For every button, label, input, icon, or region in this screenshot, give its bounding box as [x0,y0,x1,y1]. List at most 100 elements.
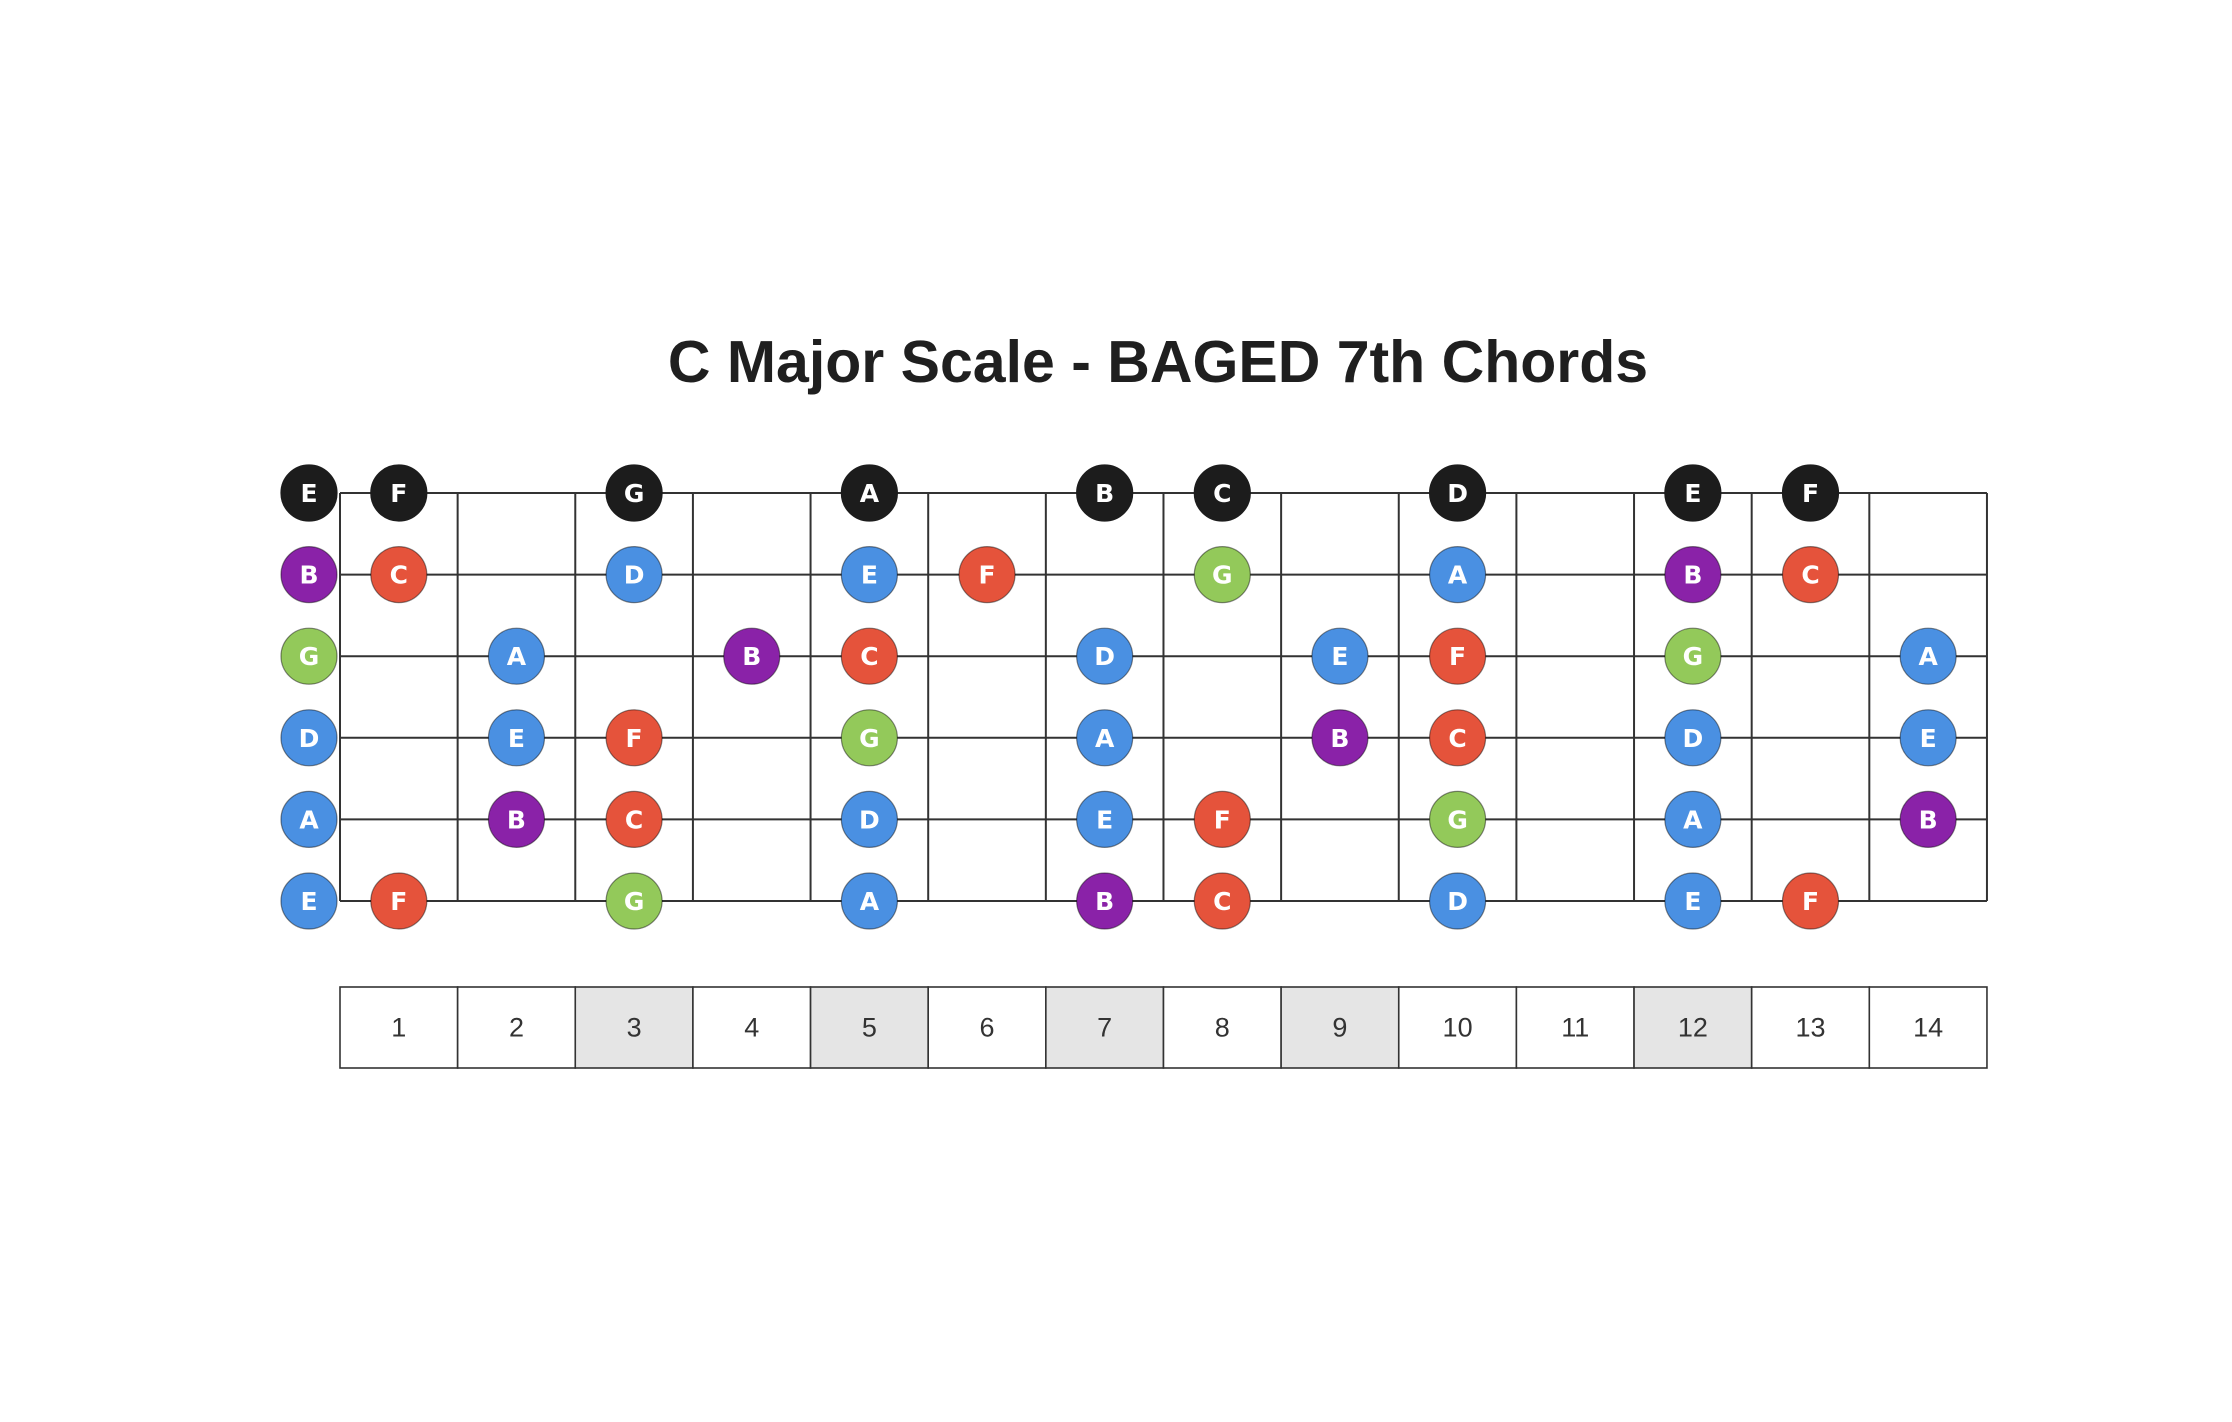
fret-number-label: 4 [744,1013,759,1043]
note-circle [1781,464,1840,522]
note-marker: C [1428,709,1487,767]
note-marker: D [1428,464,1487,522]
note-circle [487,627,546,685]
fret-number-cell-3 [574,986,694,1069]
note-label: B [742,642,761,671]
note-marker: C [370,545,428,604]
note-marker: E [280,872,338,930]
note-marker: F [958,545,1016,604]
note-label: E [861,561,878,590]
note-label: D [859,805,880,834]
fret-number-label: 3 [627,1013,642,1043]
note-marker: E [280,464,338,522]
note-circle [487,709,546,767]
note-label: F [390,887,407,916]
note-marker: B [1076,872,1134,930]
fret-number-cell-12 [1633,986,1753,1069]
fret-number-label: 6 [980,1013,995,1043]
note-circle [840,627,898,685]
note-label: G [1683,642,1704,671]
note-marker: G [1193,545,1251,604]
note-marker: E [1076,790,1134,849]
note-marker: F [370,464,428,522]
note-label: B [1095,479,1114,508]
note-circle [487,790,546,849]
note-circle [840,545,898,604]
fret-number-cell-10 [1397,986,1518,1069]
note-circle [370,464,428,522]
note-circle [370,545,428,604]
note-marker: E [840,545,898,604]
fret-number-cell-11 [1515,986,1635,1069]
note-marker: A [1899,627,1957,685]
note-marker: D [605,545,663,604]
note-label: A [860,479,880,508]
note-marker: E [487,709,546,767]
note-circle [1428,627,1487,685]
note-label: D [1447,479,1468,508]
note-label: A [1683,805,1703,834]
note-label: A [507,642,527,671]
note-marker: C [1193,464,1251,522]
note-circle [280,872,338,930]
note-circle [605,790,663,849]
note-label: F [1802,887,1819,916]
note-label: E [508,724,525,753]
note-label: D [624,561,645,590]
fret-number-label: 7 [1097,1013,1112,1043]
note-label: F [1802,479,1819,508]
note-label: F [626,724,643,753]
note-circle [605,872,663,930]
note-circle [958,545,1016,604]
note-circle [1193,790,1251,849]
note-label: B [1095,887,1114,916]
note-label: A [1918,642,1938,671]
note-marker: A [487,627,546,685]
note-circle [280,545,338,604]
note-marker: B [280,545,338,604]
note-circle [1664,872,1722,930]
note-label: B [299,561,318,590]
fret-number-cell-14 [1868,986,1988,1069]
note-label: B [507,805,526,834]
note-circle [1664,464,1722,522]
note-marker: F [1781,464,1840,522]
note-circle [1899,790,1957,849]
note-circle [1899,709,1957,767]
note-circle [1664,627,1722,685]
fret-number-label: 14 [1913,1013,1943,1043]
note-label: B [1919,805,1938,834]
note-circle [1076,627,1134,685]
note-marker: C [840,627,898,685]
note-marker: B [487,790,546,849]
note-label: F [390,479,407,508]
note-marker: D [280,709,338,767]
note-circle [1781,872,1840,930]
note-label: C [1213,887,1231,916]
fret-number-label: 11 [1561,1013,1589,1043]
note-marker: D [1076,627,1134,685]
note-circle [280,790,338,849]
note-label: C [1213,479,1231,508]
note-circle [840,790,898,849]
note-circle [1193,464,1251,522]
note-marker: D [1664,709,1722,767]
note-circle [605,464,663,522]
note-circle [1428,545,1487,604]
note-circle [1664,709,1722,767]
note-circle [1076,709,1134,767]
fret-number-cell-5 [809,986,929,1069]
note-label: B [1683,561,1702,590]
note-label: C [1448,724,1466,753]
note-circle [1193,545,1251,604]
note-label: E [1331,642,1348,671]
note-label: F [1449,642,1466,671]
note-marker: E [1664,872,1722,930]
fret-number-label: 12 [1678,1013,1708,1043]
note-label: C [390,561,408,590]
note-marker: B [1311,709,1369,767]
note-label: E [300,887,317,916]
note-label: E [300,479,317,508]
note-circle [605,709,663,767]
